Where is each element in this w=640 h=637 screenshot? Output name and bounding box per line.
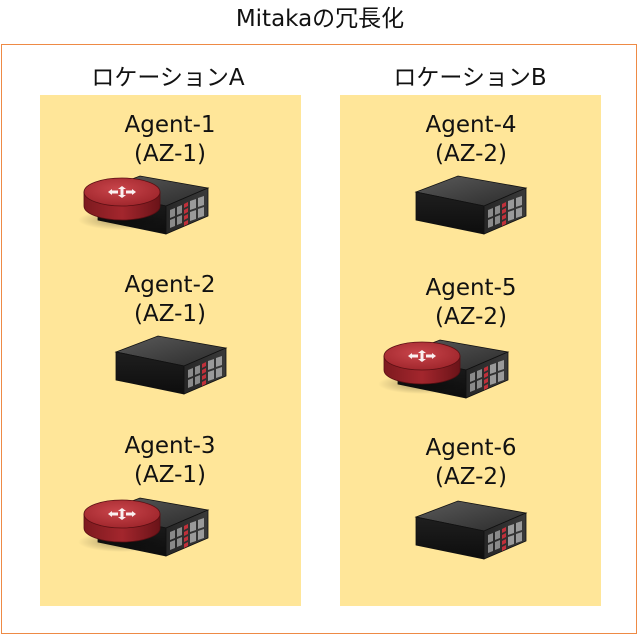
agent-4-az: (AZ-2)	[435, 141, 507, 167]
agent-2-az: (AZ-1)	[134, 301, 206, 327]
agent-5-name: Agent-5	[425, 275, 517, 301]
agent-3-az: (AZ-1)	[134, 462, 206, 488]
agent-1-router-server-icon	[78, 158, 228, 250]
agent-6-name: Agent-6	[425, 435, 517, 461]
agent-3-router-server-icon	[78, 480, 228, 572]
agent-6-server-icon	[396, 483, 546, 575]
redundancy-frame	[1, 44, 637, 634]
agent-4-name: Agent-4	[425, 112, 517, 138]
agent-4-server-icon	[396, 158, 546, 250]
location-a-label: ロケーションA	[91, 65, 245, 91]
diagram-title: Mitakaの冗長化	[235, 6, 405, 32]
agent-2-server-icon	[96, 318, 246, 410]
agent-5-az: (AZ-2)	[435, 304, 507, 330]
agent-1-name: Agent-1	[124, 112, 216, 138]
agent-6-az: (AZ-2)	[435, 464, 507, 490]
agent-3-name: Agent-3	[124, 433, 216, 459]
agent-5-router-server-icon	[378, 322, 528, 414]
location-b-label: ロケーションB	[393, 65, 547, 91]
agent-2-name: Agent-2	[124, 272, 216, 298]
agent-1-az: (AZ-1)	[134, 141, 206, 167]
